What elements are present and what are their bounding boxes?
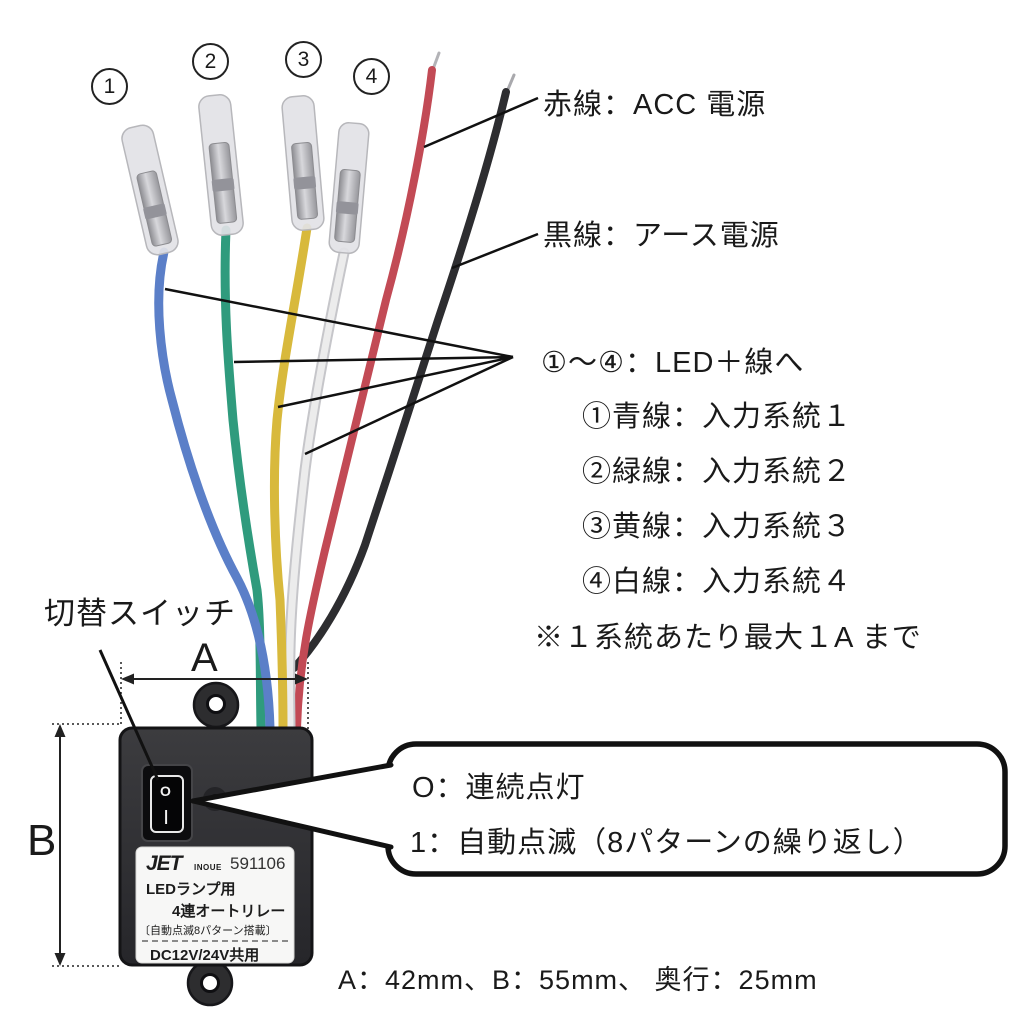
- dimension-b: [52, 723, 122, 967]
- product-label-plate: [135, 846, 295, 964]
- label-line-3: 〔自動点滅8パターン搭載〕: [139, 925, 277, 937]
- brand-logo: JET: [146, 852, 183, 875]
- label-divider: [142, 940, 288, 942]
- red-wire: [293, 66, 436, 732]
- black-wire: [290, 88, 510, 672]
- white-wire: [286, 249, 348, 732]
- label-line-2: 4連オートリレー: [172, 903, 286, 920]
- yellow-wire: [269, 223, 312, 733]
- connector-1: [121, 124, 179, 256]
- wire-number-3: 3: [285, 41, 322, 78]
- switch-callout-label: 切替スイッチ: [44, 596, 236, 631]
- red-wire-label: 赤線：ACC 電源: [543, 89, 767, 121]
- bubble-tail-top: [190, 762, 394, 804]
- connector-2: [198, 94, 244, 236]
- connector-4: [328, 122, 370, 254]
- dimension-summary: A：42mm、B：55mm、 奥行：25mm: [338, 965, 818, 995]
- pointer-to-red-wire: [423, 96, 539, 149]
- led-header-label: ①～④：LED＋線へ: [541, 347, 805, 379]
- top-mount-hole: [206, 694, 226, 714]
- current-note: ※１系統あたり最大１A まで: [534, 622, 922, 654]
- wire-number-2: 2: [192, 43, 229, 80]
- wire-bundle: [154, 51, 516, 734]
- rocker-switch: [150, 775, 184, 833]
- black-wire-label: 黒線：アース電源: [543, 220, 780, 252]
- switch-mark-i: |: [164, 808, 169, 825]
- led-pointer-lines: [164, 287, 514, 456]
- pointer-to-switch: [98, 649, 160, 781]
- pointer-to-green-wire: [233, 355, 514, 364]
- led-item-green: ②緑線：入力系統２: [582, 456, 853, 488]
- brand-logo-sub: INOUE: [194, 863, 222, 872]
- speech-bubble: [190, 741, 1008, 877]
- switch-mark-o: O: [160, 783, 171, 799]
- led-item-white: ④白線：入力系統４: [582, 566, 853, 598]
- blue-wire: [154, 247, 275, 733]
- product-label: JET INOUE 591106 LEDランプ用 4連オートリレー 〔自動点滅8…: [136, 847, 294, 964]
- connector-3: [281, 95, 325, 231]
- led-item-blue: ①青線：入力系統１: [582, 401, 853, 433]
- bottom-mount-hole: [200, 973, 220, 993]
- wire-number-4: 4: [353, 58, 390, 95]
- bubble-line-auto-flash: 1：自動点滅（8パターンの繰り返し）: [410, 827, 923, 859]
- label-line-4: DC12V/24V共用: [150, 947, 260, 964]
- pointer-to-white-wire: [304, 355, 514, 456]
- pointer-to-blue-wire: [164, 287, 514, 359]
- bubble-tail-fill: [193, 763, 393, 849]
- label-line-1: LEDランプ用: [146, 881, 236, 898]
- wire-number-1: 1: [91, 68, 128, 105]
- bubble-line-continuous: O：連続点灯: [412, 772, 586, 804]
- serial-number: 591106: [230, 854, 286, 873]
- dimension-a-label: A: [191, 636, 218, 680]
- pointer-to-black-wire: [451, 232, 539, 270]
- dimension-b-label: B: [27, 816, 57, 865]
- pointer-to-yellow-wire: [277, 355, 514, 409]
- led-item-yellow: ③黄線：入力系統３: [582, 511, 853, 543]
- bubble-tail-bottom: [190, 798, 394, 850]
